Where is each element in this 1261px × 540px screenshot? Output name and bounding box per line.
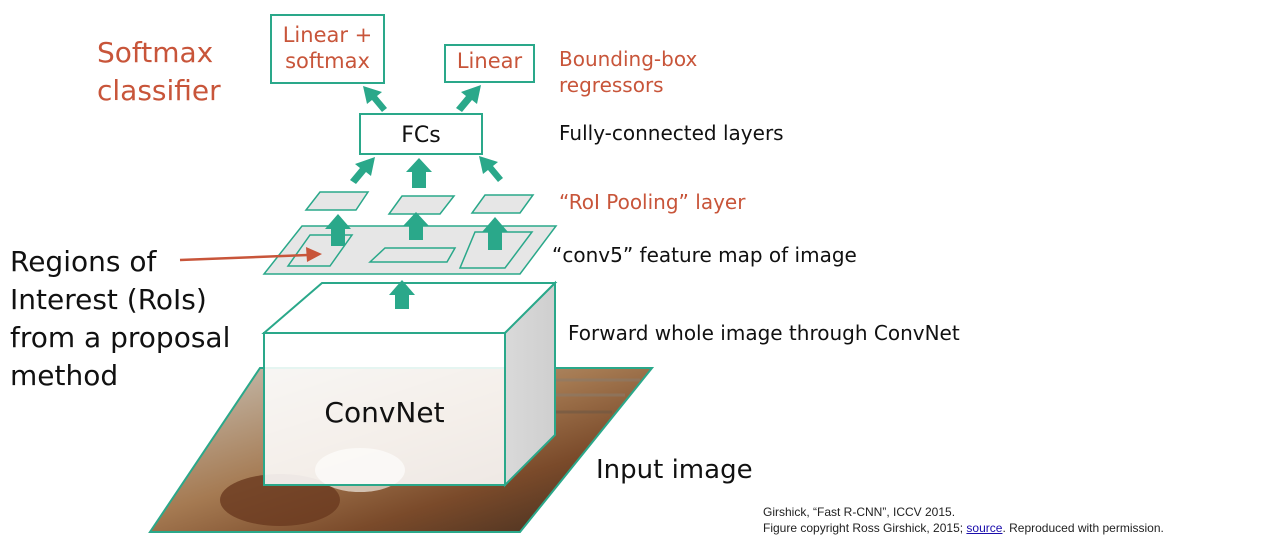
convnet-label: ConvNet [324,396,445,429]
fully-connected-label: Fully-connected layers [559,121,784,145]
credit-line2-prefix: Figure copyright Ross Girshick, 2015; [763,520,967,535]
linear-label: Linear [456,49,523,73]
convnet-block [261,280,558,488]
softmax-classifier-line2: classifier [97,73,221,107]
forward-label: Forward whole image through ConvNet [568,321,960,345]
bbox-regressors-line1: Bounding-box [559,47,698,71]
softmax-classifier-label: Softmax classifier [97,34,221,110]
fcs-label: FCs [401,123,441,148]
bbox-regressors-label: Bounding-box regressors [559,46,697,98]
source-link[interactable]: source [966,520,1003,535]
linear-box [444,44,535,83]
bbox-regressors-line2: regressors [559,73,664,97]
fcs-box [359,113,483,155]
rois-line2: Interest (RoIs) [10,283,207,317]
figure-credit: Girshick, “Fast R-CNN”, ICCV 2015. Figur… [763,505,1164,536]
flow-arrows [325,85,508,309]
roi-pointer-arrow [179,247,322,262]
input-image-label: Input image [596,455,753,485]
credit-line2-suffix: . Reproduced with permission. [1002,520,1164,535]
linear-softmax-line2: softmax [285,49,370,74]
rois-label: Regions of Interest (RoIs) from a propos… [10,243,230,395]
linear-softmax-box [270,14,385,84]
credit-line2: Figure copyright Ross Girshick, 2015; so… [763,521,1164,537]
linear-softmax-line1: Linear + [282,23,373,47]
rois-line1: Regions of [10,245,157,278]
rois-line4: method [10,359,119,393]
rois-line3: from a proposal [10,321,231,355]
linear-softmax-label: Linear + softmax [271,22,384,75]
roi-pooling-label: “RoI Pooling” layer [559,190,746,214]
softmax-classifier-line1: Softmax [97,36,214,69]
roi-pooled-maps [304,191,535,215]
credit-line1: Girshick, “Fast R-CNN”, ICCV 2015. [763,505,956,519]
conv5-label: “conv5” feature map of image [552,243,857,267]
